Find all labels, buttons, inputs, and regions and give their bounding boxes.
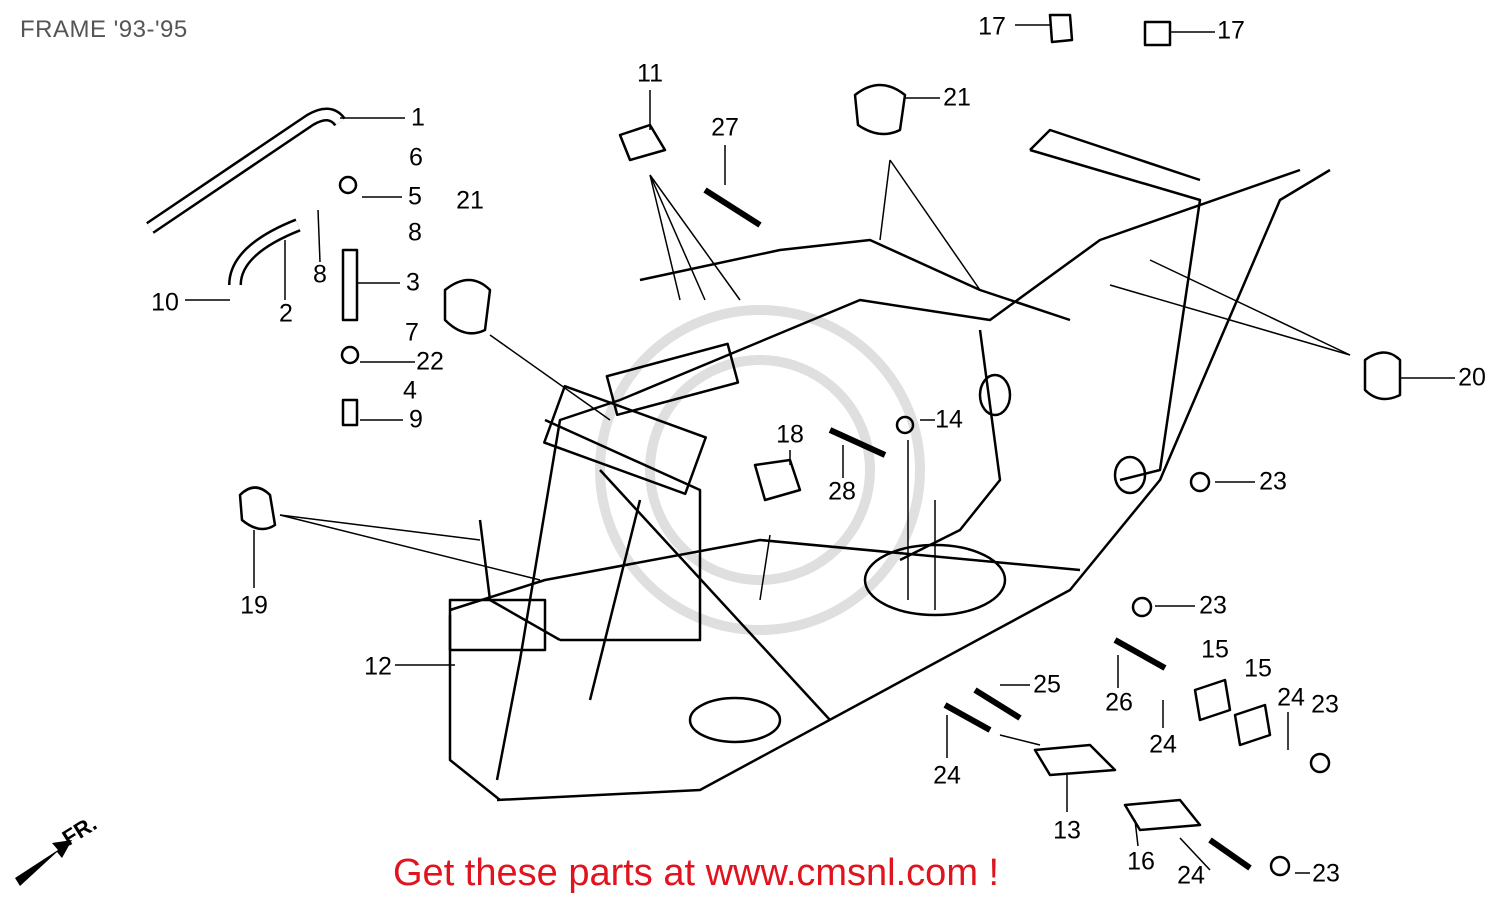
- callout-label: 18: [776, 420, 804, 449]
- callout-label: 14: [935, 405, 963, 434]
- watermark-logo: [595, 305, 925, 635]
- page-title: FRAME '93-'95: [20, 16, 188, 43]
- callout-label: 15: [1201, 635, 1229, 664]
- callout-label: 22: [416, 347, 444, 376]
- callout-label: 27: [711, 113, 739, 142]
- parts: [146, 13, 1402, 877]
- callout-label: 8: [408, 218, 422, 247]
- callout-label: 21: [943, 83, 971, 112]
- callout-label: 20: [1458, 363, 1486, 392]
- callout-label: 23: [1311, 690, 1339, 719]
- callout-label: 6: [409, 143, 423, 172]
- callout-label: 21: [456, 186, 484, 215]
- callout-label: 7: [405, 318, 419, 347]
- callout-label: 8: [313, 260, 327, 289]
- callout-label: 5: [408, 182, 422, 211]
- callout-label: 10: [151, 288, 179, 317]
- callout-label: 23: [1199, 591, 1227, 620]
- callout-label: 19: [240, 591, 268, 620]
- callout-label: 24: [1277, 683, 1305, 712]
- callout-label: 11: [637, 59, 663, 88]
- callout-label: 13: [1053, 816, 1081, 845]
- callout-label: 23: [1259, 467, 1287, 496]
- callout-label: 24: [933, 761, 961, 790]
- callout-label: 28: [828, 477, 856, 506]
- callout-label: 24: [1149, 730, 1177, 759]
- callout-label: 25: [1033, 670, 1061, 699]
- leader-lines: [185, 24, 1455, 874]
- callout-label: 23: [1312, 859, 1340, 888]
- front-arrow-icon: [15, 840, 72, 886]
- callout-label: 2: [279, 299, 293, 328]
- callout-label: 15: [1244, 654, 1272, 683]
- callout-label: 4: [403, 376, 417, 405]
- callout-label: 26: [1105, 688, 1133, 717]
- promo-link[interactable]: Get these parts at www.cmsnl.com !: [393, 852, 1000, 894]
- callout-label: 24: [1177, 861, 1205, 890]
- callout-label: 17: [978, 12, 1006, 41]
- callout-label: 3: [406, 268, 420, 297]
- callout-label: 17: [1217, 16, 1245, 45]
- callout-label: 12: [364, 652, 392, 681]
- main-frame: [448, 128, 1331, 802]
- callout-label: 1: [411, 103, 425, 132]
- callout-label: 16: [1127, 847, 1155, 876]
- callout-label: 9: [409, 405, 423, 434]
